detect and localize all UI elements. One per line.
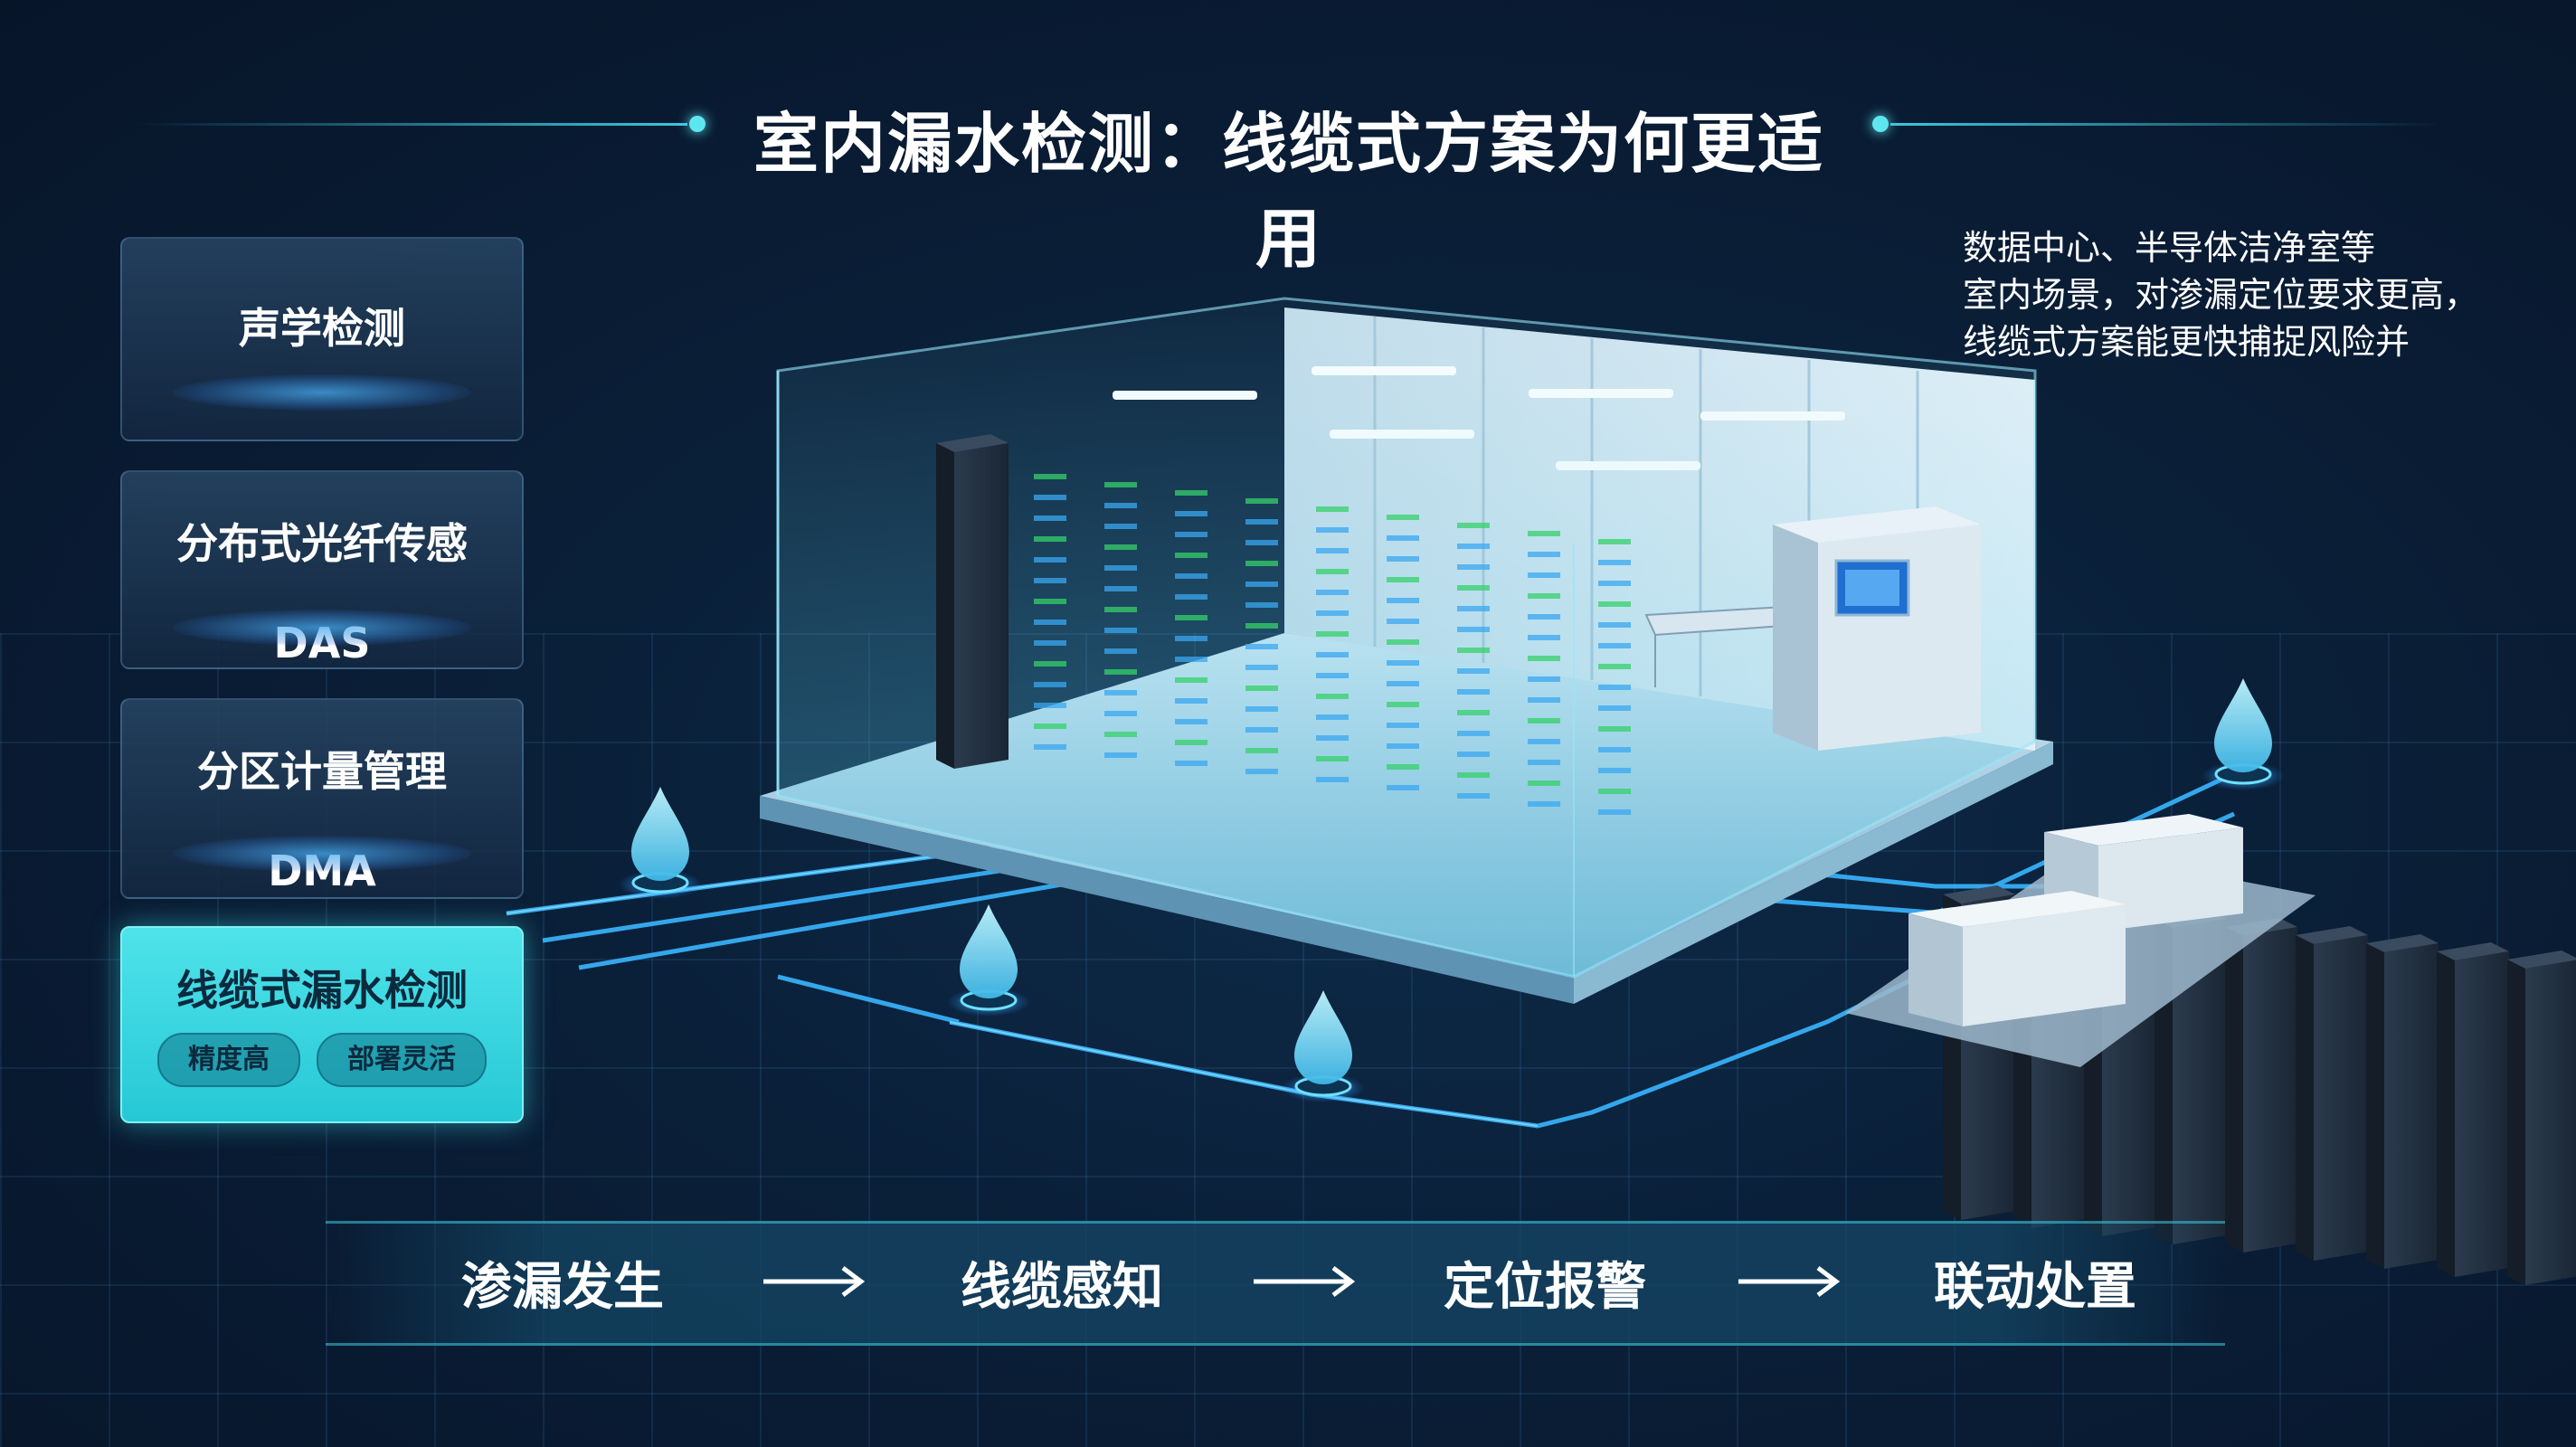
water-drop-icon: [619, 787, 702, 899]
server-rack: [2296, 926, 2368, 1261]
server-rack: [2366, 934, 2439, 1269]
title-row: 室内漏水检测：线缆式方案为何更适用: [0, 90, 2576, 277]
page-title: 室内漏水检测：线缆式方案为何更适用: [753, 106, 1824, 277]
platform-glow: [173, 836, 471, 872]
method-card-acoustic[interactable]: 声学检测: [120, 237, 524, 441]
water-drop-icon: [2202, 678, 2285, 790]
feature-tag-precision: 精度高: [157, 1033, 300, 1087]
method-label: 分布式光纤传感: [176, 519, 468, 568]
arrow-right-icon: [1738, 1266, 1841, 1297]
control-cabinet: [1773, 506, 1981, 751]
description-line: 数据中心、半导体洁净室等: [1963, 228, 2376, 268]
title-line-left: [136, 123, 687, 126]
method-card-das[interactable]: 分布式光纤传感 DAS: [120, 470, 524, 669]
method-label: 分区计量管理: [197, 747, 447, 796]
flow-step-leak-occurs: 渗漏发生: [461, 1258, 664, 1317]
feature-tag-flexible: 部署灵活: [317, 1033, 487, 1087]
flow-step-locate-alarm: 定位报警: [1444, 1258, 1646, 1317]
description-line: 室内场景，对渗漏定位要求更高，: [1963, 275, 2479, 315]
feature-tags: 精度高 部署灵活: [122, 1033, 522, 1087]
water-drop-icon: [947, 904, 1030, 1017]
flow-step-linked-response: 联动处置: [1934, 1258, 2136, 1317]
server-rack: [2225, 918, 2297, 1253]
method-label: 线缆式漏水检测: [176, 966, 468, 1015]
title-dot-left: [689, 116, 706, 132]
flow-step-cable-sensing: 线缆感知: [961, 1258, 1163, 1317]
water-drop-icon: [1282, 990, 1365, 1102]
outdoor-equipment: [1845, 814, 2316, 1067]
method-label: 声学检测: [239, 304, 405, 353]
arrow-right-icon: [763, 1266, 866, 1297]
title-dot-right: [1872, 116, 1889, 132]
scenario-description: 数据中心、半导体洁净室等 室内场景，对渗漏定位要求更高， 线缆式方案能更快捕捉风…: [1963, 224, 2524, 365]
title-line-right: [1890, 123, 2442, 126]
platform-glow: [173, 374, 471, 411]
arrow-right-icon: [1254, 1266, 1356, 1297]
server-rack: [2507, 950, 2576, 1285]
method-card-cable-leak-detection[interactable]: 线缆式漏水检测 精度高 部署灵活: [120, 926, 524, 1123]
server-rack: [2437, 942, 2509, 1277]
method-card-dma[interactable]: 分区计量管理 DMA: [120, 698, 524, 899]
leak-sensor-drops: [619, 678, 2285, 1102]
server-racks: [936, 434, 1009, 769]
platform-glow: [173, 610, 471, 646]
description-line: 线缆式方案能更快捕捉风险并: [1963, 322, 2410, 362]
